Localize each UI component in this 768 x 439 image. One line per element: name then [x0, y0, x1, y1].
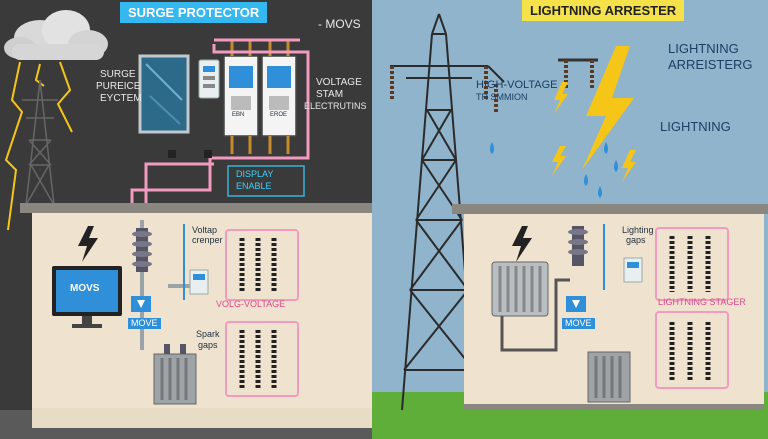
surge-protector-panel: SURGE PROTECTOR - MOVS SURGE PUREICE EYC…	[0, 0, 372, 439]
insulator-stack-right	[568, 226, 588, 266]
building-roof-left	[20, 203, 372, 213]
danger-bolt-sign-right	[512, 226, 532, 262]
spark-label-1: Spark	[196, 329, 220, 339]
voltage-label-1: VOLTAGE	[316, 77, 362, 88]
move-icon-box-right	[566, 296, 586, 312]
wire-connector	[168, 150, 176, 158]
move-icon-box-left	[131, 296, 151, 312]
surge-system-label-2: PUREICE	[96, 81, 141, 92]
lightning-bolt-small	[552, 146, 566, 176]
building-base-right	[464, 404, 764, 410]
pipes-right	[500, 278, 570, 352]
storm-cloud	[4, 10, 108, 60]
arrester-coils-left	[239, 238, 277, 388]
glow-label-1: DISPLAY	[236, 169, 274, 179]
arrester-label-2: ARREISTERG	[668, 57, 753, 72]
rain-drops	[490, 142, 618, 198]
surge-modules	[223, 55, 297, 137]
voltage-label-3: ELECTRUTINS	[304, 101, 367, 111]
module-text-2: EROE	[270, 112, 288, 118]
arrester-label-1: LIGHTNING	[668, 41, 739, 56]
lightning-scene-art	[372, 13, 768, 439]
move-label-left: MOVE	[128, 318, 161, 329]
surge-title: SURGE PROTECTOR	[120, 2, 268, 23]
module-text-1: EBN	[232, 112, 245, 118]
voltage-label-2: STAM	[316, 89, 344, 100]
wire-connector	[204, 150, 212, 158]
lightning-bolts-left	[4, 61, 73, 231]
lightning-bolt-main	[582, 46, 634, 170]
surge-system-label-3: EYCTEM	[100, 93, 142, 104]
arrester-frames-right	[655, 227, 729, 389]
lightning-bolt-small	[622, 150, 636, 182]
device-box-right	[623, 257, 643, 283]
cyan-glow-label	[227, 165, 305, 197]
monitor	[52, 266, 122, 328]
lightning-bolt-small	[554, 82, 568, 114]
transformer-left	[153, 344, 197, 405]
surge-panel-window	[138, 54, 190, 134]
spark-label-2: gaps	[198, 340, 218, 350]
move-label-right: MOVE	[562, 318, 595, 329]
movs-tag: - MOVS	[318, 17, 361, 31]
transformer-right	[587, 351, 631, 403]
arrester-frames-left	[225, 229, 299, 397]
hv-label-2: TR SMMION	[476, 92, 528, 102]
danger-bolt-sign-left	[78, 226, 98, 262]
surge-scene-art	[0, 10, 372, 439]
transmission-tower-left	[22, 79, 58, 206]
volt-volt-label: VOLG-VOLTAGE	[216, 299, 286, 309]
hv-label-1: HIGH-VOLTAGE	[476, 79, 558, 91]
arrester-coils-right	[669, 236, 711, 380]
pink-wiring-left	[130, 38, 310, 220]
gaps-label-2: gaps	[626, 235, 646, 245]
insulator-stack-left	[132, 228, 152, 272]
building-roof-right	[452, 204, 768, 214]
radiator	[491, 261, 549, 317]
voltag-label-2: crenper	[192, 235, 223, 245]
monitor-text: MOVS	[70, 283, 100, 294]
device-box-left	[189, 269, 209, 295]
stage-label: LIGHTNING STAGER	[658, 297, 746, 307]
lightning-arrester-panel: LIGHTNING ARRESTER LIGHTNING ARREISTERG …	[372, 0, 768, 439]
transmission-tower-right	[390, 13, 488, 411]
voltag-label-1: Voltap	[192, 225, 218, 235]
tower-insulators	[390, 66, 498, 112]
lightning-label: LIGHTNING	[660, 119, 731, 134]
surge-system-label-1: SURGE	[100, 69, 136, 80]
lightning-title: LIGHTNING ARRESTER	[522, 0, 685, 21]
glow-label-2: ENABLE	[236, 181, 272, 191]
gaps-label-1: Lighting	[622, 225, 654, 235]
